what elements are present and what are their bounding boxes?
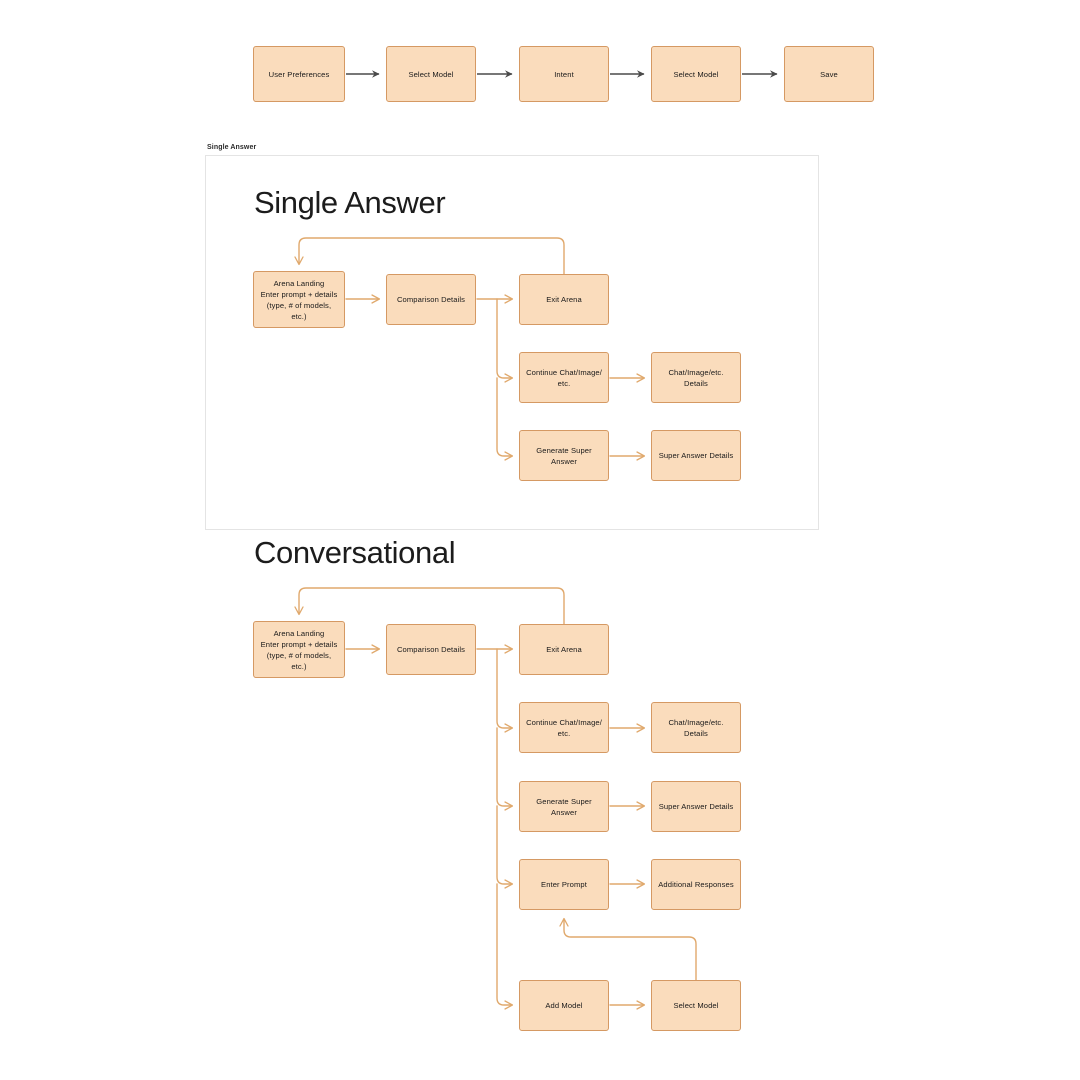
node-select-model-2[interactable]: Select Model	[651, 46, 741, 102]
page-title-conversational: Conversational	[254, 535, 456, 570]
frame-label-single-answer: Single Answer	[207, 144, 257, 151]
node-sa-generate-super-answer[interactable]: Generate Super Answer	[519, 430, 609, 481]
node-save[interactable]: Save	[784, 46, 874, 102]
node-intent[interactable]: Intent	[519, 46, 609, 102]
node-sa-exit-arena[interactable]: Exit Arena	[519, 274, 609, 325]
node-cv-continue-chat[interactable]: Continue Chat/Image/ etc.	[519, 702, 609, 753]
node-sa-super-answer-details[interactable]: Super Answer Details	[651, 430, 741, 481]
node-sa-continue-chat[interactable]: Continue Chat/Image/ etc.	[519, 352, 609, 403]
node-cv-chat-details[interactable]: Chat/Image/etc. Details	[651, 702, 741, 753]
node-cv-exit-arena[interactable]: Exit Arena	[519, 624, 609, 675]
node-cv-arena-landing[interactable]: Arena Landing Enter prompt + details (ty…	[253, 621, 345, 678]
page-title-single-answer: Single Answer	[254, 185, 446, 220]
node-cv-select-model[interactable]: Select Model	[651, 980, 741, 1031]
node-user-preferences[interactable]: User Preferences	[253, 46, 345, 102]
node-cv-add-model[interactable]: Add Model	[519, 980, 609, 1031]
node-sa-arena-landing[interactable]: Arena Landing Enter prompt + details (ty…	[253, 271, 345, 328]
conversational-edges	[294, 587, 697, 1010]
node-cv-super-answer-details[interactable]: Super Answer Details	[651, 781, 741, 832]
node-cv-comparison-details[interactable]: Comparison Details	[386, 624, 476, 675]
node-sa-chat-details[interactable]: Chat/Image/etc. Details	[651, 352, 741, 403]
node-cv-additional-responses[interactable]: Additional Responses	[651, 859, 741, 910]
node-sa-comparison-details[interactable]: Comparison Details	[386, 274, 476, 325]
node-select-model-1[interactable]: Select Model	[386, 46, 476, 102]
node-cv-generate-super-answer[interactable]: Generate Super Answer	[519, 781, 609, 832]
node-cv-enter-prompt[interactable]: Enter Prompt	[519, 859, 609, 910]
